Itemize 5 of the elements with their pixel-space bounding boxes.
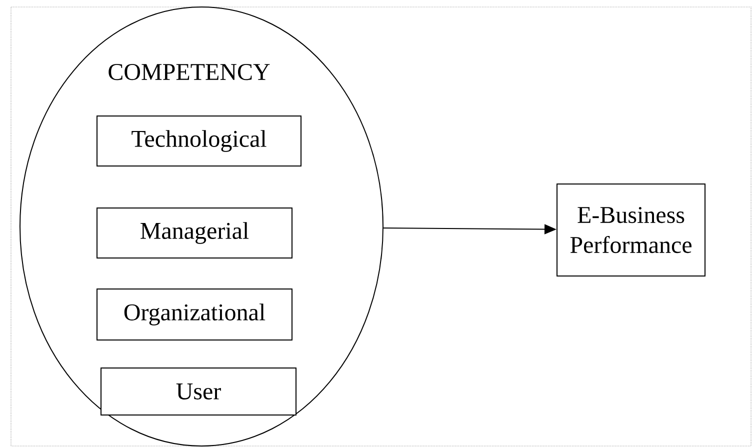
box: Technological bbox=[96, 116, 302, 166]
box: Organizational bbox=[96, 288, 292, 340]
box: Managerial bbox=[96, 208, 292, 258]
box: E-Business Performance bbox=[556, 184, 706, 276]
box: User bbox=[100, 368, 296, 416]
